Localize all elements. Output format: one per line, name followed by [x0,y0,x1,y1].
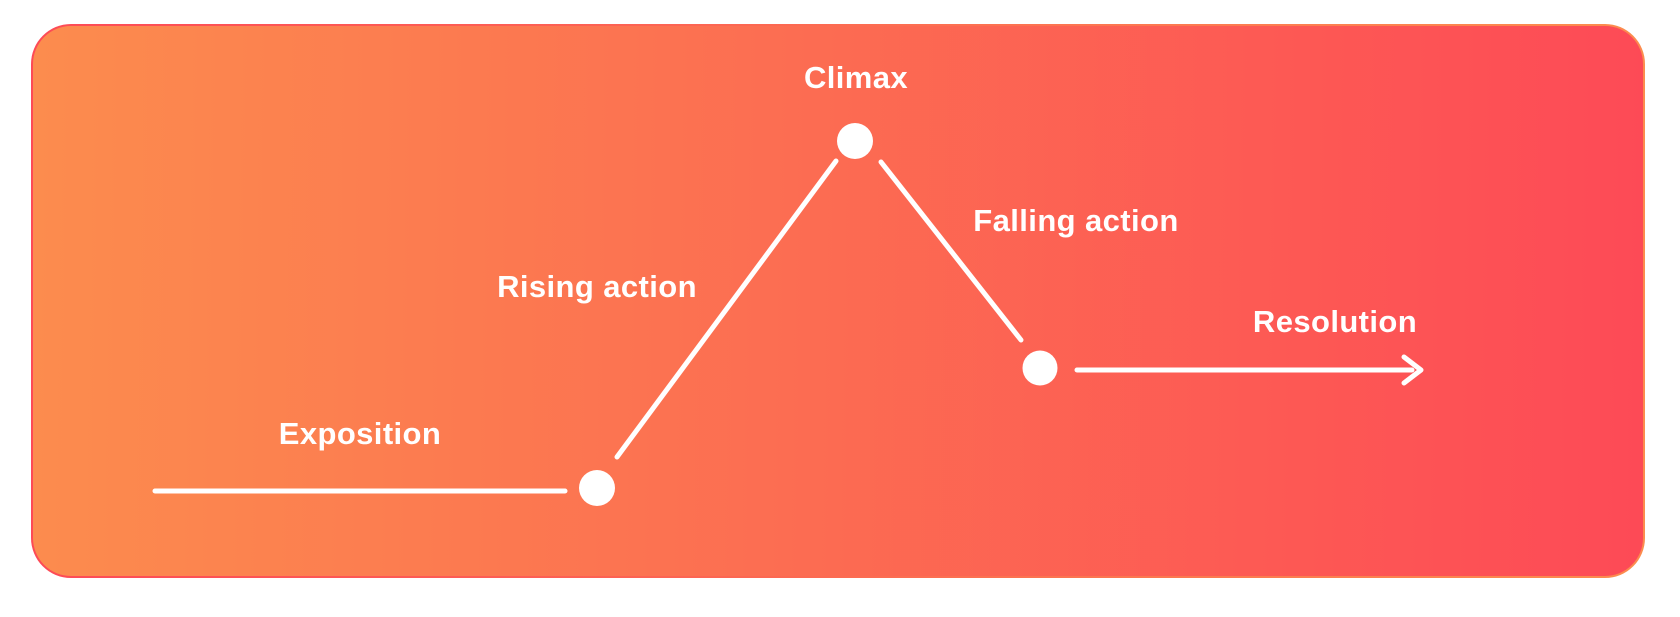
stage-label-resolution: Resolution [1252,304,1418,339]
stage-label-falling-action: Falling action [973,203,1179,238]
gradient-card [33,26,1643,576]
stage-label-rising-action: Rising action [497,269,697,304]
stage-label-exposition: Exposition [278,416,442,451]
stage-label-climax: Climax [803,60,909,95]
gradient-card-border [31,24,1645,578]
